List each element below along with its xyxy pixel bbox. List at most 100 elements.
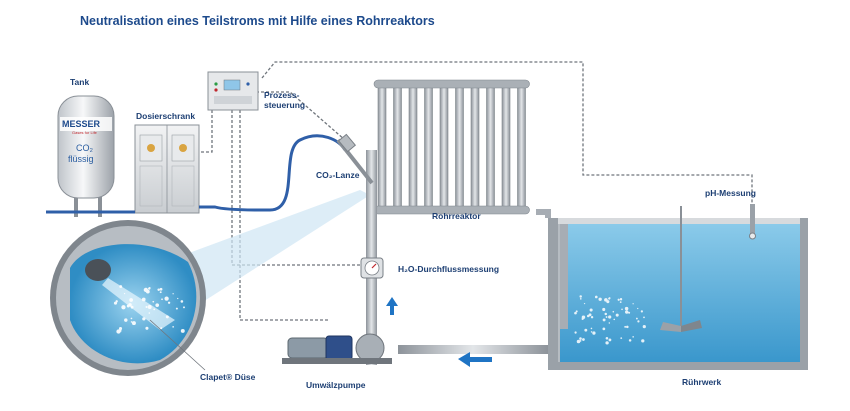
bubble — [643, 316, 645, 319]
bubble — [155, 303, 160, 307]
label-co2-lanze: CO₂-Lanze — [316, 170, 360, 180]
bubble — [148, 287, 151, 290]
bubble — [583, 302, 586, 305]
bubble — [167, 301, 171, 304]
bubble — [608, 315, 612, 319]
stirrer — [660, 206, 702, 332]
reactor-tube — [455, 83, 464, 211]
label-ph-messung: pH-Messung — [705, 188, 756, 198]
reactor-tube — [439, 83, 449, 211]
reactor-tube — [424, 83, 433, 211]
clapet-leader-line — [149, 319, 206, 371]
bubble — [608, 338, 612, 342]
bubble — [602, 327, 606, 331]
bubble — [642, 325, 646, 329]
tank-content-line1: CO₂ — [76, 143, 94, 153]
bubble — [624, 325, 627, 328]
co2-lance — [336, 133, 374, 185]
label-dosierschrank: Dosierschrank — [136, 111, 195, 121]
bubble — [130, 317, 133, 320]
ph-probe — [749, 204, 756, 240]
bubble — [172, 293, 174, 295]
label-rohrreaktor: Rohrreaktor — [432, 211, 481, 221]
reactor-top-header — [373, 79, 530, 89]
bubble — [632, 336, 634, 338]
bubble — [613, 318, 616, 321]
bubble — [608, 297, 611, 300]
reactor-tube — [408, 83, 418, 211]
bubble — [640, 310, 643, 313]
bubble — [579, 339, 582, 342]
bubble — [172, 325, 174, 328]
bubble — [590, 327, 593, 330]
bubble — [157, 288, 160, 291]
gas-bubbles — [574, 295, 646, 345]
bubble — [590, 331, 593, 333]
bubble — [147, 305, 152, 309]
bubble — [130, 305, 134, 309]
reactor-tube — [470, 83, 480, 211]
bubble — [628, 311, 631, 314]
process-control-unit — [207, 71, 259, 111]
bubble — [574, 311, 577, 315]
bubble — [124, 318, 128, 322]
bubble — [145, 326, 149, 330]
bubble — [608, 322, 611, 324]
suction-pipe — [398, 345, 548, 354]
bubble — [131, 321, 136, 326]
bubble — [617, 298, 620, 301]
bubble — [637, 307, 639, 310]
bubble — [624, 306, 629, 311]
flow-meter — [360, 257, 384, 279]
bubble — [183, 306, 185, 309]
bubble — [576, 339, 581, 344]
zoom-projection — [170, 190, 370, 305]
bubble — [588, 313, 592, 317]
bubble — [160, 327, 163, 330]
bubble — [159, 287, 163, 291]
bubble — [161, 298, 163, 301]
nozzle-detail-zoom — [50, 220, 206, 376]
label-prozess-line2: steuerung — [264, 100, 305, 110]
bubble — [175, 307, 178, 310]
bubble — [119, 285, 123, 288]
tank-brand-tagline: Gases for Life — [72, 130, 98, 135]
diagram-title: Neutralisation eines Teilstroms mit Hilf… — [80, 14, 435, 28]
bubble — [574, 331, 577, 334]
bubble — [145, 306, 148, 309]
bubble — [637, 320, 640, 323]
bubble — [121, 305, 126, 310]
bubble — [130, 321, 133, 323]
control-signal-lines — [198, 61, 753, 321]
bubble — [605, 341, 609, 345]
reactor-tube — [486, 83, 495, 211]
co2-supply-hose — [46, 134, 347, 214]
bubble — [123, 292, 126, 295]
neutralisation-basin — [548, 218, 808, 370]
bubble — [606, 300, 610, 304]
bubble — [177, 297, 179, 300]
bubble — [180, 300, 184, 303]
bubble — [159, 291, 162, 294]
label-umwaelzpumpe: Umwälzpumpe — [306, 380, 366, 390]
bubble — [129, 298, 133, 302]
bubble — [590, 316, 594, 319]
reactor-tube — [517, 83, 526, 211]
bubble — [592, 331, 596, 335]
reactor-tube — [377, 83, 387, 211]
label-tank: Tank — [70, 77, 89, 87]
bubble — [575, 310, 578, 313]
bubble — [594, 295, 598, 299]
bubble — [620, 337, 623, 339]
bubble — [180, 328, 185, 333]
bubble — [621, 308, 623, 311]
bubble — [116, 329, 121, 334]
bubble — [628, 339, 632, 342]
bubble — [619, 298, 623, 301]
bubble — [626, 325, 629, 329]
bubble — [582, 338, 585, 341]
reactor-tube — [393, 83, 402, 211]
bubble — [153, 308, 156, 311]
bubble — [605, 316, 608, 318]
